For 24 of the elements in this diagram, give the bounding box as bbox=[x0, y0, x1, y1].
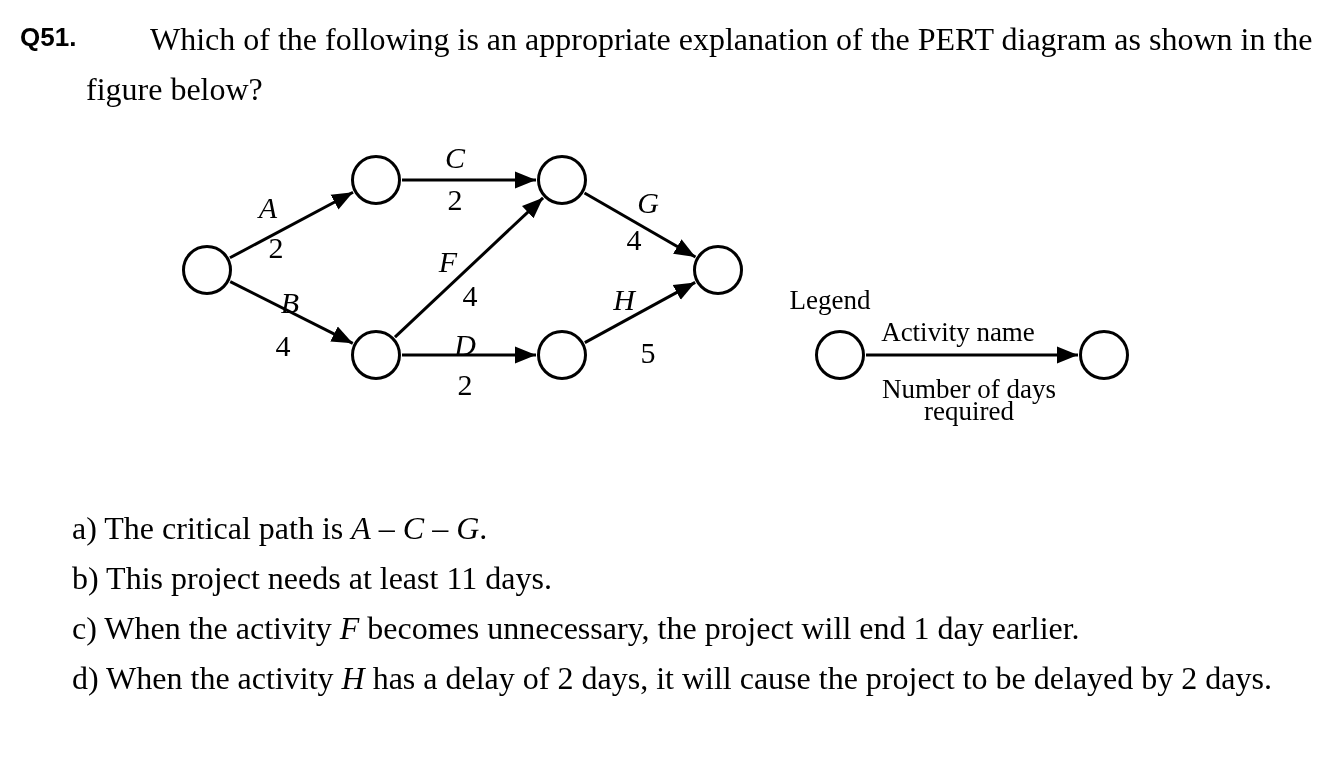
duration-label: 5 bbox=[640, 338, 656, 368]
duration-label: 4 bbox=[275, 331, 291, 361]
question-text: Which of the following is an appropriate explanation of the PERT diagram as shown in the figure below? bbox=[86, 20, 1314, 109]
duration-label: 2 bbox=[457, 370, 473, 400]
activity-name: Activity name bbox=[881, 318, 1035, 346]
duration-label: 2 bbox=[447, 185, 463, 215]
legend-heading: Legend bbox=[789, 286, 871, 314]
answer-option: d) When the activity H has a delay of 2 days, it will cause the project to be delayed by 2 days. bbox=[72, 653, 1272, 703]
answer-option: c) When the activity F becomes unnecessary, the project will end 1 day earlier. bbox=[72, 603, 1272, 653]
duration-label: 2 bbox=[268, 233, 284, 263]
arrow bbox=[402, 346, 536, 364]
arrow bbox=[402, 171, 536, 189]
activity-name: A bbox=[258, 193, 278, 223]
activity-name: H bbox=[613, 285, 635, 315]
duration-label: 4 bbox=[462, 281, 478, 311]
question-number: Q51. bbox=[20, 21, 77, 54]
answer-option: b) This project needs at least 11 days. bbox=[72, 553, 1272, 603]
activity-name: F bbox=[438, 247, 458, 277]
arrow bbox=[866, 346, 1078, 364]
duration-label: 4 bbox=[626, 225, 642, 255]
activity-name: G bbox=[637, 188, 659, 218]
answer-option: a) The critical path is A – C – G. bbox=[72, 503, 1272, 553]
arrow bbox=[393, 196, 545, 339]
activity-name: C bbox=[445, 143, 465, 173]
